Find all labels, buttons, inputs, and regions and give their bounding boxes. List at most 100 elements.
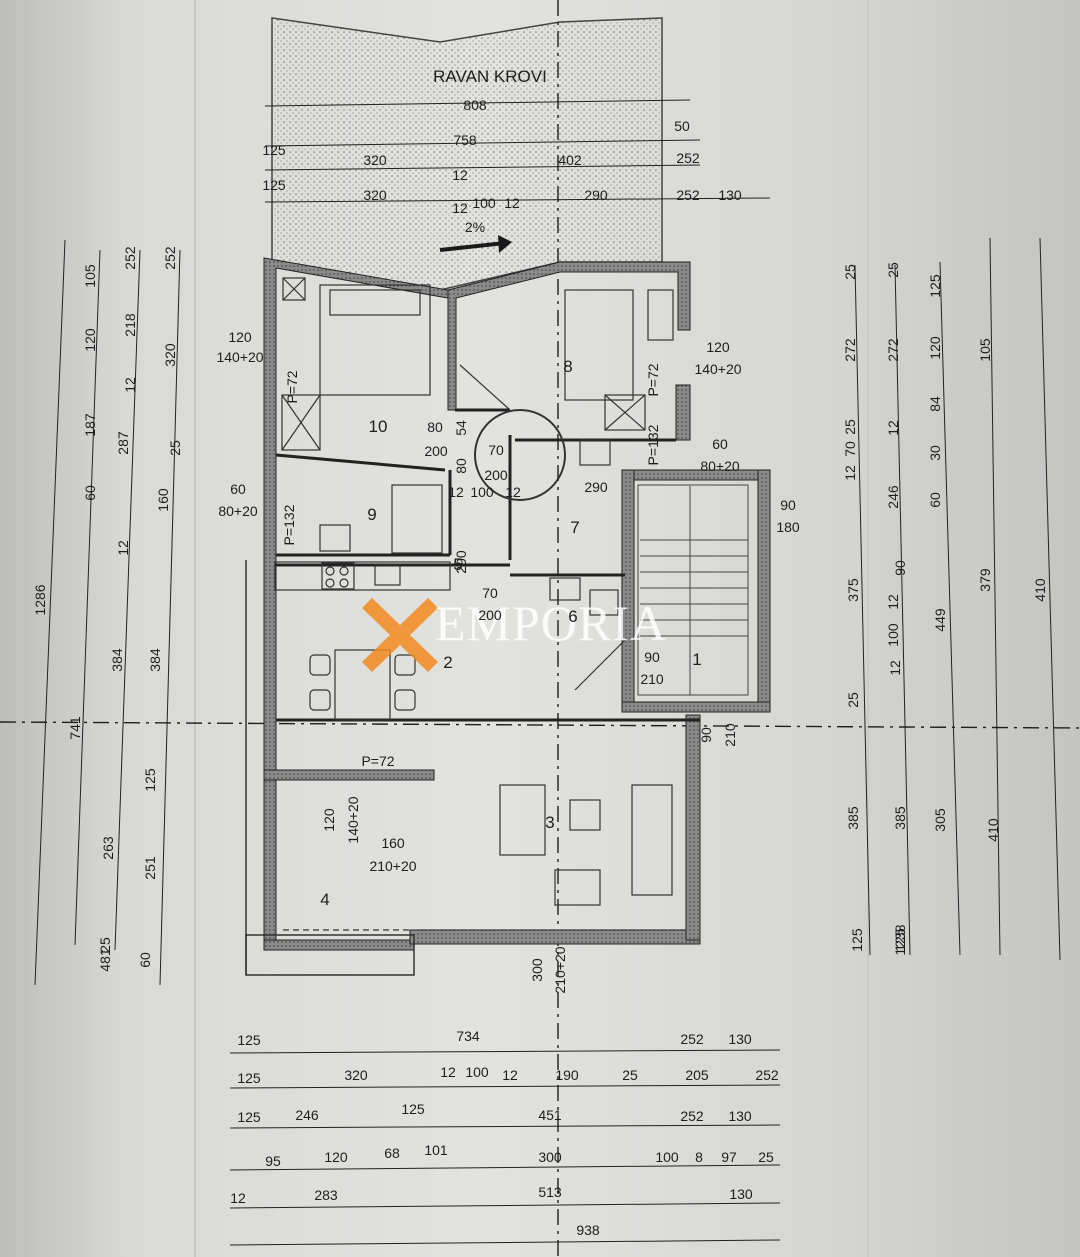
bottom-dimension: 125 <box>237 1032 261 1048</box>
right-dimension: 305 <box>932 808 948 832</box>
right-dimension: 410 <box>1032 578 1048 602</box>
left-dimension: 263 <box>100 836 116 860</box>
left-dimension: 60 <box>82 485 98 501</box>
right-dimension: 246 <box>885 485 901 509</box>
bottom-dimension: 190 <box>555 1067 579 1083</box>
opening-dimension: 80+20 <box>218 503 258 519</box>
bottom-dimension: 100 <box>465 1064 489 1080</box>
emporia-watermark: EMPORIA <box>362 595 666 672</box>
left-dimension: 218 <box>122 313 138 337</box>
opening-dimension: 160 <box>381 835 405 851</box>
right-dimension: 25 <box>842 264 858 280</box>
room-number-10: 10 <box>369 417 388 436</box>
double-bed-icon <box>319 284 431 396</box>
right-dimension: 375 <box>845 578 861 602</box>
left-dimension: 320 <box>162 343 178 367</box>
left-dimension: 187 <box>82 413 98 437</box>
bottom-dimension: 451 <box>538 1107 562 1123</box>
opening-dimension: 80 <box>427 419 443 435</box>
roof-dimension: 402 <box>558 152 582 168</box>
bottom-dimension: 25 <box>622 1067 638 1083</box>
opening-dimension: 120 <box>321 808 337 832</box>
opening-dimension: 200 <box>478 607 502 623</box>
opening-dimension: 60 <box>712 436 728 452</box>
right-dimension: 125 <box>892 928 908 952</box>
roof-dimension: 320 <box>363 187 387 203</box>
right-dimension: 1238 <box>892 924 908 955</box>
right-dimension: 30 <box>927 445 943 461</box>
right-dimension: 12 <box>885 594 901 610</box>
bottom-dimension: 283 <box>314 1187 338 1203</box>
bottom-dimension: 120 <box>324 1149 348 1165</box>
left-dimension: 252 <box>122 246 138 270</box>
opening-dimension: P=132 <box>281 504 297 545</box>
left-dimension: 12 <box>122 377 138 393</box>
roof-dimension: 12 <box>452 200 468 216</box>
left-dimension: 287 <box>115 431 131 455</box>
opening-dimension: 12 <box>505 484 521 500</box>
room-number-4: 4 <box>320 890 329 909</box>
roof-dimension: 12 <box>452 167 468 183</box>
right-dimension: 385 <box>892 806 908 830</box>
left-dimension: 25 <box>167 440 183 456</box>
roof-dimension: 758 <box>453 132 477 148</box>
opening-dimension: 90 <box>644 649 660 665</box>
bottom-dimension: 252 <box>680 1108 704 1124</box>
opening-dimension: 140+20 <box>216 349 263 365</box>
opening-dimension: 290 <box>453 550 469 574</box>
slope-label: 2% <box>465 219 485 235</box>
bottom-dimension: 125 <box>237 1070 261 1086</box>
room-number-1: 1 <box>692 650 701 669</box>
right-dimension: 105 <box>977 338 993 362</box>
sofa-2-icon <box>631 784 673 896</box>
slope-arrow-icon <box>439 241 506 252</box>
left-dimension: 105 <box>82 264 98 288</box>
bottom-dimension: 252 <box>680 1031 704 1047</box>
room-number-8: 8 <box>563 357 572 376</box>
opening-dimension: 54 <box>453 420 469 436</box>
right-dimension: 12 <box>887 660 903 676</box>
left-dimension: 741 <box>67 716 83 740</box>
right-dimension: 272 <box>842 338 858 362</box>
opening-dimension: 210+20 <box>552 946 568 993</box>
left-dimension: 481 <box>97 948 113 972</box>
opening-dimension: 12 <box>448 484 464 500</box>
roof-label: RAVAN KROVI <box>433 67 547 86</box>
roof-dimension: 252 <box>676 150 700 166</box>
left-dimension: 251 <box>142 856 158 880</box>
right-dimension: 60 <box>927 492 943 508</box>
bottom-dimension: 125 <box>237 1109 261 1125</box>
opening-dimension: 210 <box>640 671 664 687</box>
right-dimension: 120 <box>927 336 943 360</box>
right-dimension: 379 <box>977 568 993 592</box>
right-dimension: 449 <box>932 608 948 632</box>
left-dimension: 160 <box>155 488 171 512</box>
bottom-dimension: 95 <box>265 1153 281 1169</box>
opening-dimension: 180 <box>776 519 800 535</box>
left-dimension: 384 <box>109 648 125 672</box>
bottom-dimension: 25 <box>758 1149 774 1165</box>
bottom-dimension: 320 <box>344 1067 368 1083</box>
opening-dimension: 80 <box>453 458 469 474</box>
opening-dimension: 80+20 <box>700 458 740 474</box>
roof-dimension: 320 <box>363 152 387 168</box>
right-dimension: 84 <box>927 396 943 412</box>
left-dimension: 252 <box>162 246 178 270</box>
furniture <box>274 277 690 931</box>
opening-dimension: 90 <box>780 497 796 513</box>
bottom-dimension: 938 <box>576 1222 600 1238</box>
bottom-dimension: 130 <box>728 1031 752 1047</box>
opening-dimension: P=72 <box>284 370 300 403</box>
dimension-lines <box>34 99 1061 1246</box>
opening-dimension: 290 <box>584 479 608 495</box>
right-dimension: 12 <box>885 420 901 436</box>
bottom-dimension: 130 <box>729 1186 753 1202</box>
opening-dimension: 100 <box>470 484 494 500</box>
left-dimension: 120 <box>82 328 98 352</box>
opening-dimension: 120 <box>706 339 730 355</box>
bottom-dimension: 513 <box>538 1184 562 1200</box>
bottom-dimension: 246 <box>295 1107 319 1123</box>
bottom-dimension: 125 <box>401 1101 425 1117</box>
opening-dimension: 140+20 <box>694 361 741 377</box>
